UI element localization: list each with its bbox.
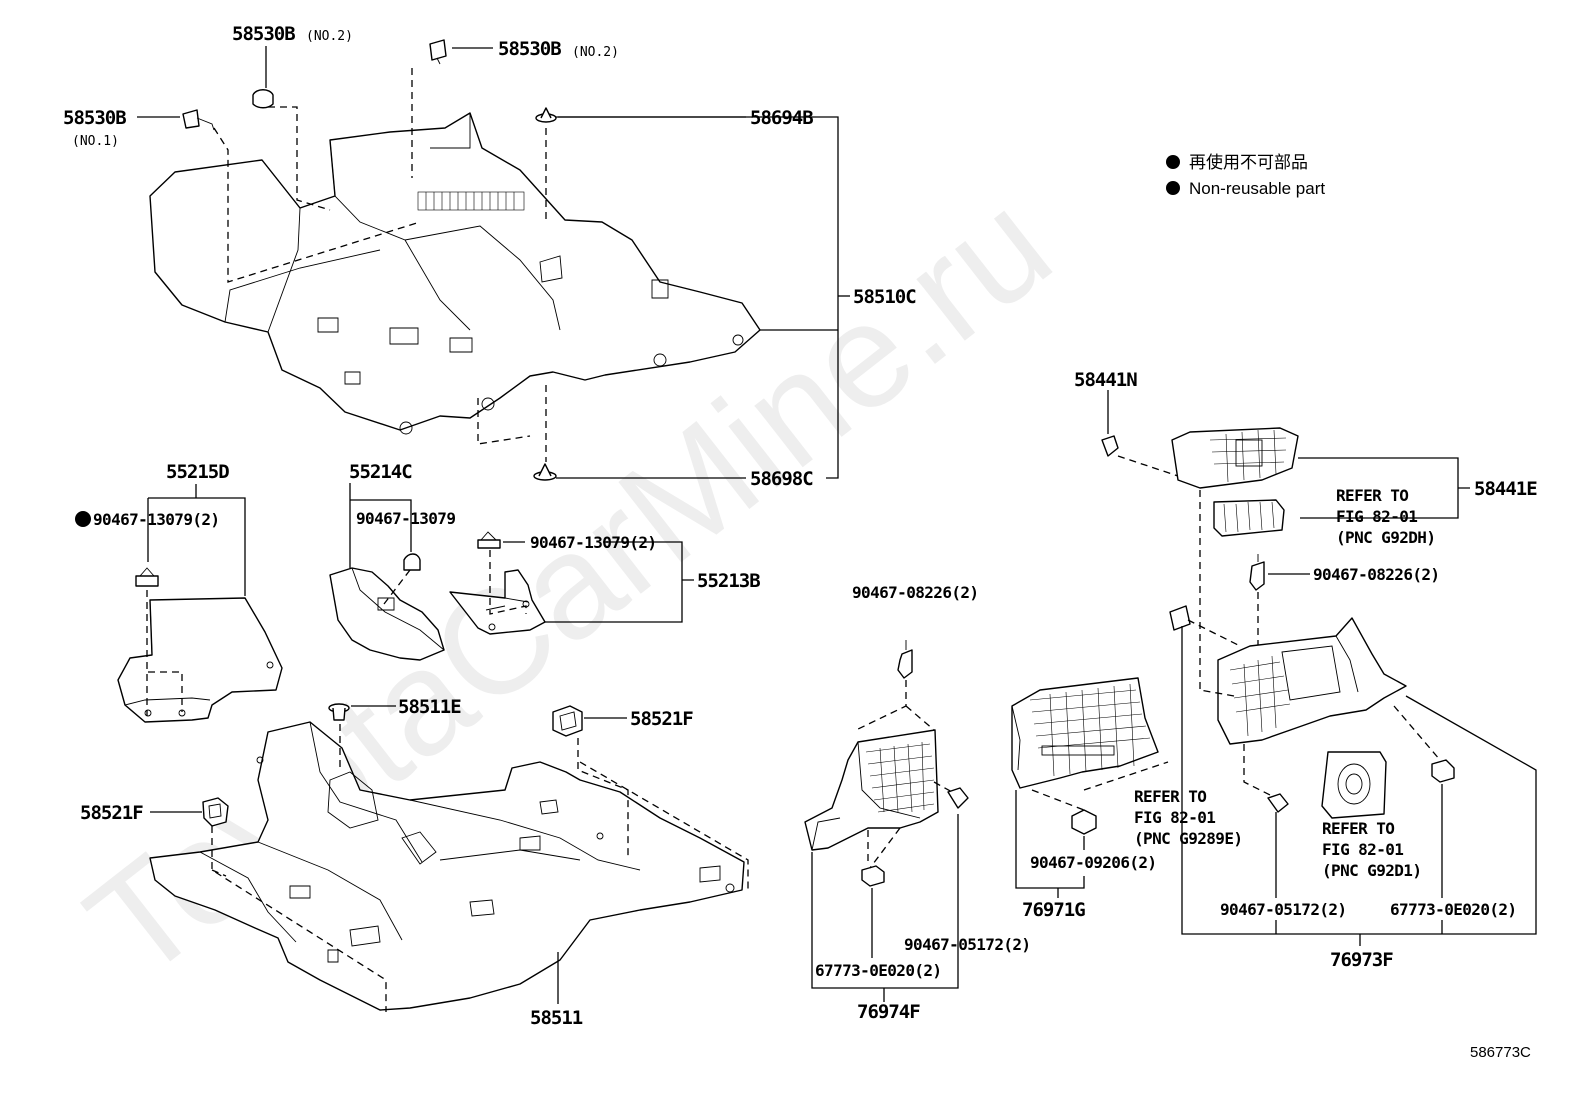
- legend-bullet-2: [1166, 181, 1180, 195]
- clip-90467-05172-right: [1267, 793, 1289, 813]
- pad-g9289e: [1169, 605, 1191, 631]
- label-58530b-no2-top-note: (NO.2): [572, 45, 619, 60]
- clip-55213b: [477, 531, 501, 549]
- clip-90467-08226-left: [897, 640, 913, 679]
- label-58511: 58511: [530, 1007, 583, 1029]
- clip-90467-08226-right: [1249, 554, 1265, 591]
- label-55215d: 55215D: [166, 461, 229, 483]
- silencer-55214c: [329, 567, 445, 661]
- cover-58441e: [1171, 427, 1299, 489]
- label-90467-09206: 90467-09206(2): [1030, 853, 1156, 872]
- ref-g92dh-line3: (PNC G92DH): [1336, 528, 1435, 547]
- ref-g92d1-line1: REFER TO: [1322, 819, 1394, 838]
- cover-76973f: [1217, 617, 1407, 745]
- clip-90467-09206: [1071, 809, 1097, 835]
- fastener-58521f-right: [552, 705, 583, 737]
- label-90467-05172-left: 90467-05172(2): [904, 935, 1030, 954]
- ref-g92dh-line2: FIG 82-01: [1336, 507, 1417, 526]
- legend-line-jp: 再使用不可部品: [1189, 152, 1308, 172]
- label-58530b-no2-top: 58530B: [498, 38, 561, 60]
- legend: 再使用不可部品 Non-reusable part: [1166, 152, 1325, 198]
- label-58694b: 58694B: [750, 107, 813, 129]
- label-90467-08226-right: 90467-08226(2): [1313, 565, 1439, 584]
- label-58521f-left: 58521F: [80, 802, 143, 824]
- label-55214c: 55214C: [349, 461, 412, 483]
- cover-76971g: [1011, 677, 1159, 789]
- clip-58441n: [1101, 435, 1119, 457]
- label-67773-left: 67773-0E020(2): [815, 961, 941, 980]
- clip-55214c: [403, 553, 421, 571]
- label-67773-right: 67773-0E020(2): [1390, 900, 1516, 919]
- label-76973f: 76973F: [1330, 949, 1393, 971]
- label-76974f: 76974F: [857, 1001, 920, 1023]
- speaker-box-g92d1: [1321, 751, 1387, 819]
- label-55215d-clip: 90467-13079(2): [93, 510, 219, 529]
- label-58441n: 58441N: [1074, 369, 1137, 391]
- clip-90467-05172-left: [947, 787, 969, 809]
- label-58530b-no2-left-note: (NO.2): [306, 29, 353, 44]
- clip-58511e: [328, 703, 350, 721]
- ref-g9289e-line3: (PNC G9289E): [1134, 829, 1242, 848]
- label-58510c: 58510C: [853, 286, 916, 308]
- label-90467-08226-left: 90467-08226(2): [852, 583, 978, 602]
- clip-67773-right: [1431, 759, 1455, 783]
- clip-58530b-no2-top: [429, 39, 447, 65]
- clip-55215d: [135, 567, 159, 587]
- label-55213b-clip: 90467-13079(2): [530, 533, 656, 552]
- fastener-58521f-left: [202, 797, 229, 827]
- floor-carpet-58511: [149, 721, 745, 1011]
- label-55213b: 55213B: [697, 570, 760, 592]
- ref-g92d1-line3: (PNC G92D1): [1322, 861, 1421, 880]
- label-58530b-no1-note: (NO.1): [72, 134, 119, 149]
- clip-58530b-no1: [182, 109, 215, 131]
- label-90467-05172-right: 90467-05172(2): [1220, 900, 1346, 919]
- ref-g9289e-line1: REFER TO: [1134, 787, 1206, 806]
- cover-76974f: [804, 729, 939, 851]
- label-58511e: 58511E: [398, 696, 461, 718]
- retainer-58698c: [533, 463, 557, 481]
- clip-67773-left: [861, 865, 885, 887]
- floor-carpet-assy-58510c: [149, 112, 761, 435]
- clip-58530b-no2-left: [252, 89, 274, 109]
- ref-g92dh-line1: REFER TO: [1336, 486, 1408, 505]
- label-55214c-clip: 90467-13079: [356, 509, 455, 528]
- ref-g92d1-line2: FIG 82-01: [1322, 840, 1403, 859]
- label-58521f-right: 58521F: [630, 708, 693, 730]
- sub-part-g92dh: [1213, 499, 1285, 537]
- label-58530b-no2-left: 58530B: [232, 23, 295, 45]
- label-58530b-no1: 58530B: [63, 107, 126, 129]
- non-reusable-dot: [75, 511, 91, 527]
- legend-bullet-1: [1166, 155, 1180, 169]
- label-76971g: 76971G: [1022, 899, 1085, 921]
- legend-line-en: Non-reusable part: [1189, 179, 1325, 198]
- ref-g9289e-line2: FIG 82-01: [1134, 808, 1215, 827]
- silencer-55215d: [117, 597, 283, 723]
- label-58698c: 58698C: [750, 468, 813, 490]
- retainer-58694b: [535, 107, 557, 123]
- label-58441e: 58441E: [1474, 478, 1537, 500]
- diagram-id: 586773C: [1470, 1044, 1531, 1061]
- silencer-55213b: [449, 569, 546, 635]
